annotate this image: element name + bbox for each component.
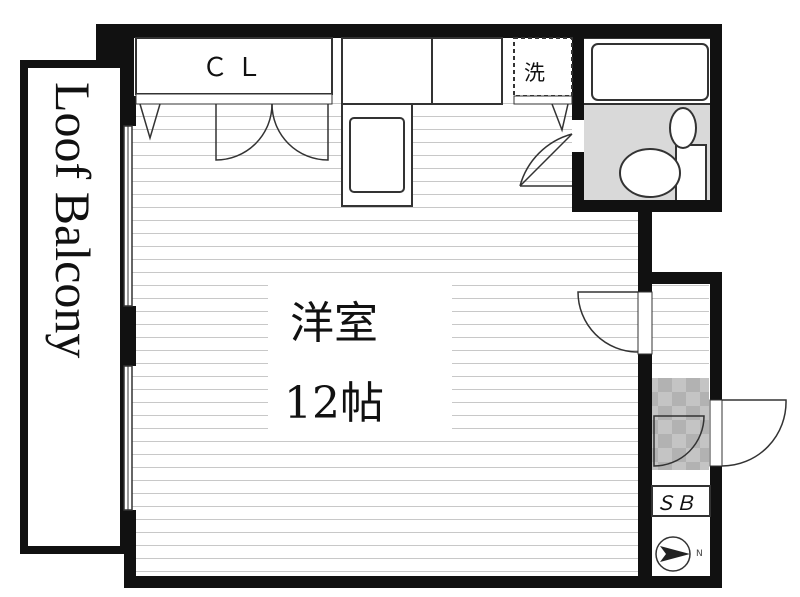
closet-label: ＣＬ bbox=[202, 53, 270, 82]
compass-icon bbox=[655, 536, 691, 572]
kitchen-counter bbox=[341, 37, 503, 207]
room-size: 12帖 bbox=[284, 378, 384, 429]
walls bbox=[96, 24, 722, 588]
room-name: 洋室 bbox=[290, 298, 378, 349]
bathroom-door bbox=[519, 120, 584, 187]
balcony bbox=[20, 60, 128, 554]
hallway-door bbox=[577, 291, 653, 355]
compass-label: N bbox=[696, 549, 703, 559]
closet bbox=[135, 37, 333, 161]
windows bbox=[123, 125, 133, 511]
toilet bbox=[619, 107, 707, 204]
entrance-door bbox=[653, 399, 787, 467]
shoe-box-label: ＳＢ bbox=[655, 493, 695, 515]
entrance-floor bbox=[651, 378, 709, 470]
balcony-label: Loof Balcony bbox=[45, 82, 101, 358]
washer-label: 洗 bbox=[524, 61, 545, 85]
room-label-box bbox=[268, 282, 452, 440]
washer-space bbox=[513, 37, 573, 133]
